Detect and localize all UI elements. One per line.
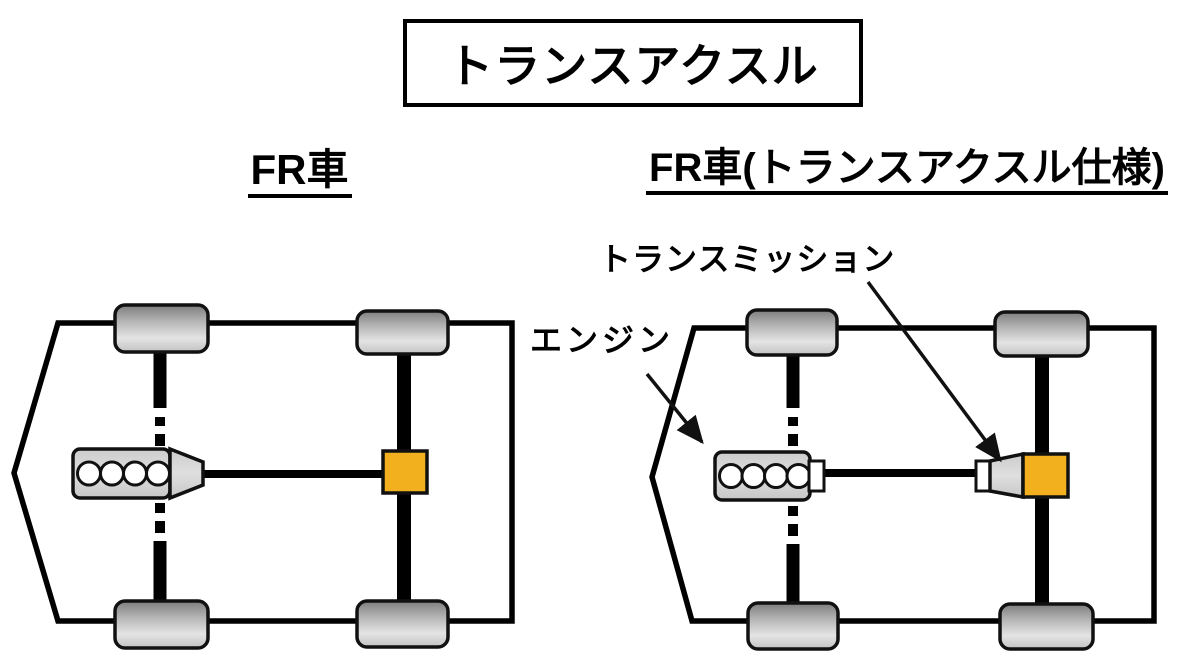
wheel-rear-left [993, 310, 1090, 358]
title-box: トランスアクスル [403, 19, 863, 107]
engine-cylinders [718, 463, 812, 489]
wheel-front-left [113, 303, 210, 354]
engine-callout-arrow [645, 372, 704, 445]
transmission-bellhousing [168, 446, 205, 501]
fr-car-transaxle-diagram [649, 308, 1157, 651]
transaxle-transmission [988, 451, 1025, 500]
engine-coupling [807, 459, 826, 493]
wheel-rear-right [355, 599, 450, 649]
transaxle-coupling [974, 459, 992, 493]
fr-car-standard-diagram [11, 303, 515, 650]
engine-callout-label: エンジン [530, 322, 675, 358]
wheel-front-right [746, 601, 840, 651]
heading-fr-car: FR車 [172, 146, 427, 199]
wheel-rear-right [998, 602, 1095, 651]
transmission-callout-arrow [866, 280, 1002, 463]
differential [1021, 452, 1070, 499]
heading-fr-car-transaxle: FR車(トランスアクスル仕様) [643, 146, 1171, 195]
wheel-front-right [113, 599, 210, 650]
transmission-callout-label: トランスミッション [599, 241, 896, 277]
wheel-front-left [745, 308, 839, 357]
engine-cylinders [76, 460, 171, 487]
differential [381, 449, 429, 495]
wheel-rear-left [355, 309, 450, 356]
page-title: トランスアクスル [447, 40, 819, 92]
